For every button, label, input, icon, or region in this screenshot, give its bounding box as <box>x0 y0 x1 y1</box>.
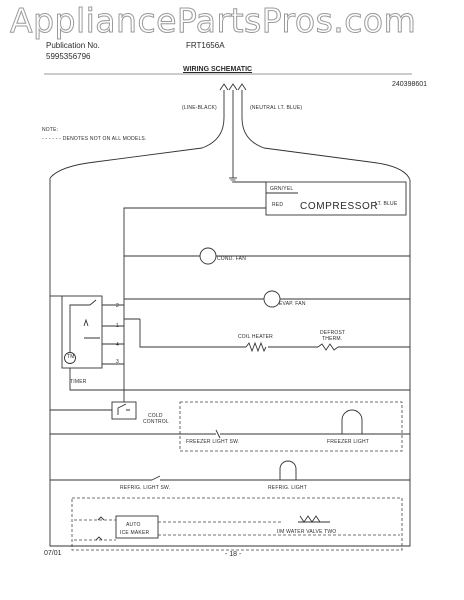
timer-neutral-wire <box>69 368 410 391</box>
freezer-light-sw-label: FREEZER LIGHT SW. <box>186 439 240 445</box>
watermark: AppliancePartsPros.com <box>9 1 417 40</box>
timer-circle-label: TM <box>67 354 75 360</box>
evap-fan-label: EVAP. FAN <box>279 301 306 307</box>
timer-term-4-wire <box>102 318 140 345</box>
freezer-light-bulb-icon <box>341 409 363 434</box>
drawing-number: 240398601 <box>392 81 428 88</box>
neutral-label: (NEUTRAL LT. BLUE) <box>250 105 303 111</box>
defrost-label: DEFROST <box>320 330 346 336</box>
ice-maker-label: ICE MAKER <box>120 530 150 536</box>
defrost-therm-icon <box>317 343 339 351</box>
refrig-light-switch-icon <box>151 475 161 481</box>
schematic-title: WIRING SCHEMATIC <box>183 66 253 73</box>
main-frame <box>49 178 411 547</box>
timer-terminal-2: 2 <box>116 303 119 309</box>
water-valve-label: I/M WATER VALVE TWO <box>277 529 337 535</box>
ground-symbol <box>229 177 237 183</box>
lt-blue-label: LT. BLUE <box>375 201 398 207</box>
grn-yel-label: GRN/YEL <box>270 186 294 192</box>
line-black-label: (LINE-BLACK) <box>182 105 217 111</box>
auto-ice-maker-box <box>115 515 159 539</box>
cond-fan-icon <box>199 247 217 265</box>
ice-maker-connector-icon <box>95 516 105 541</box>
note-legend: - - - - - - DENOTES NOT ON ALL MODELS. <box>42 136 147 142</box>
compressor-label: COMPRESSOR <box>300 201 379 212</box>
timer-motor-icon <box>64 352 76 364</box>
coil-heater-label: COIL HEATER <box>238 334 273 340</box>
timer-box <box>61 295 103 369</box>
freezer-light-box <box>179 401 403 452</box>
freezer-light-switch-icon <box>215 429 221 439</box>
refrig-light-label: REFRIG. LIGHT <box>268 485 307 491</box>
publication-number: 5995356796 <box>46 52 91 61</box>
model-number: FRT1656A <box>186 41 225 50</box>
ice-maker-box <box>71 497 403 551</box>
date-label: 07/01 <box>44 550 62 557</box>
cond-fan-label: COND. FAN <box>217 256 247 262</box>
therm-label: THERM. <box>322 336 343 342</box>
cold-control-switch-icon <box>117 403 130 415</box>
timer-cam <box>83 318 100 339</box>
evap-fan-icon <box>263 290 281 308</box>
compressor-box <box>265 181 407 216</box>
timer-contact <box>69 299 97 352</box>
power-cord <box>49 83 411 181</box>
freezer-light-label: FREEZER LIGHT <box>327 439 370 445</box>
red-label: RED <box>272 202 284 208</box>
timer-terminal-3: 3 <box>116 359 119 365</box>
refrig-light-bulb-icon <box>279 460 297 480</box>
refrig-light-sw-label: REFRIG. LIGHT SW. <box>120 485 171 491</box>
note-label: NOTE: <box>42 127 59 133</box>
compressor-red-wire <box>123 207 266 390</box>
auto-label: AUTO <box>126 522 141 528</box>
cold-label: COLD <box>148 413 163 419</box>
ice-maker-wiring <box>74 519 400 541</box>
control-label: CONTROL <box>143 419 169 425</box>
publication-label: Publication No. <box>46 41 100 50</box>
defrost-wire <box>139 319 246 348</box>
timer-terminal-4: 4 <box>116 342 119 348</box>
water-valve-icon <box>298 515 330 523</box>
cold-control-wire <box>50 390 125 411</box>
page-number: - 18 - <box>225 551 242 558</box>
coil-heater-icon <box>245 341 267 353</box>
timer-label: TIMER <box>70 379 87 385</box>
